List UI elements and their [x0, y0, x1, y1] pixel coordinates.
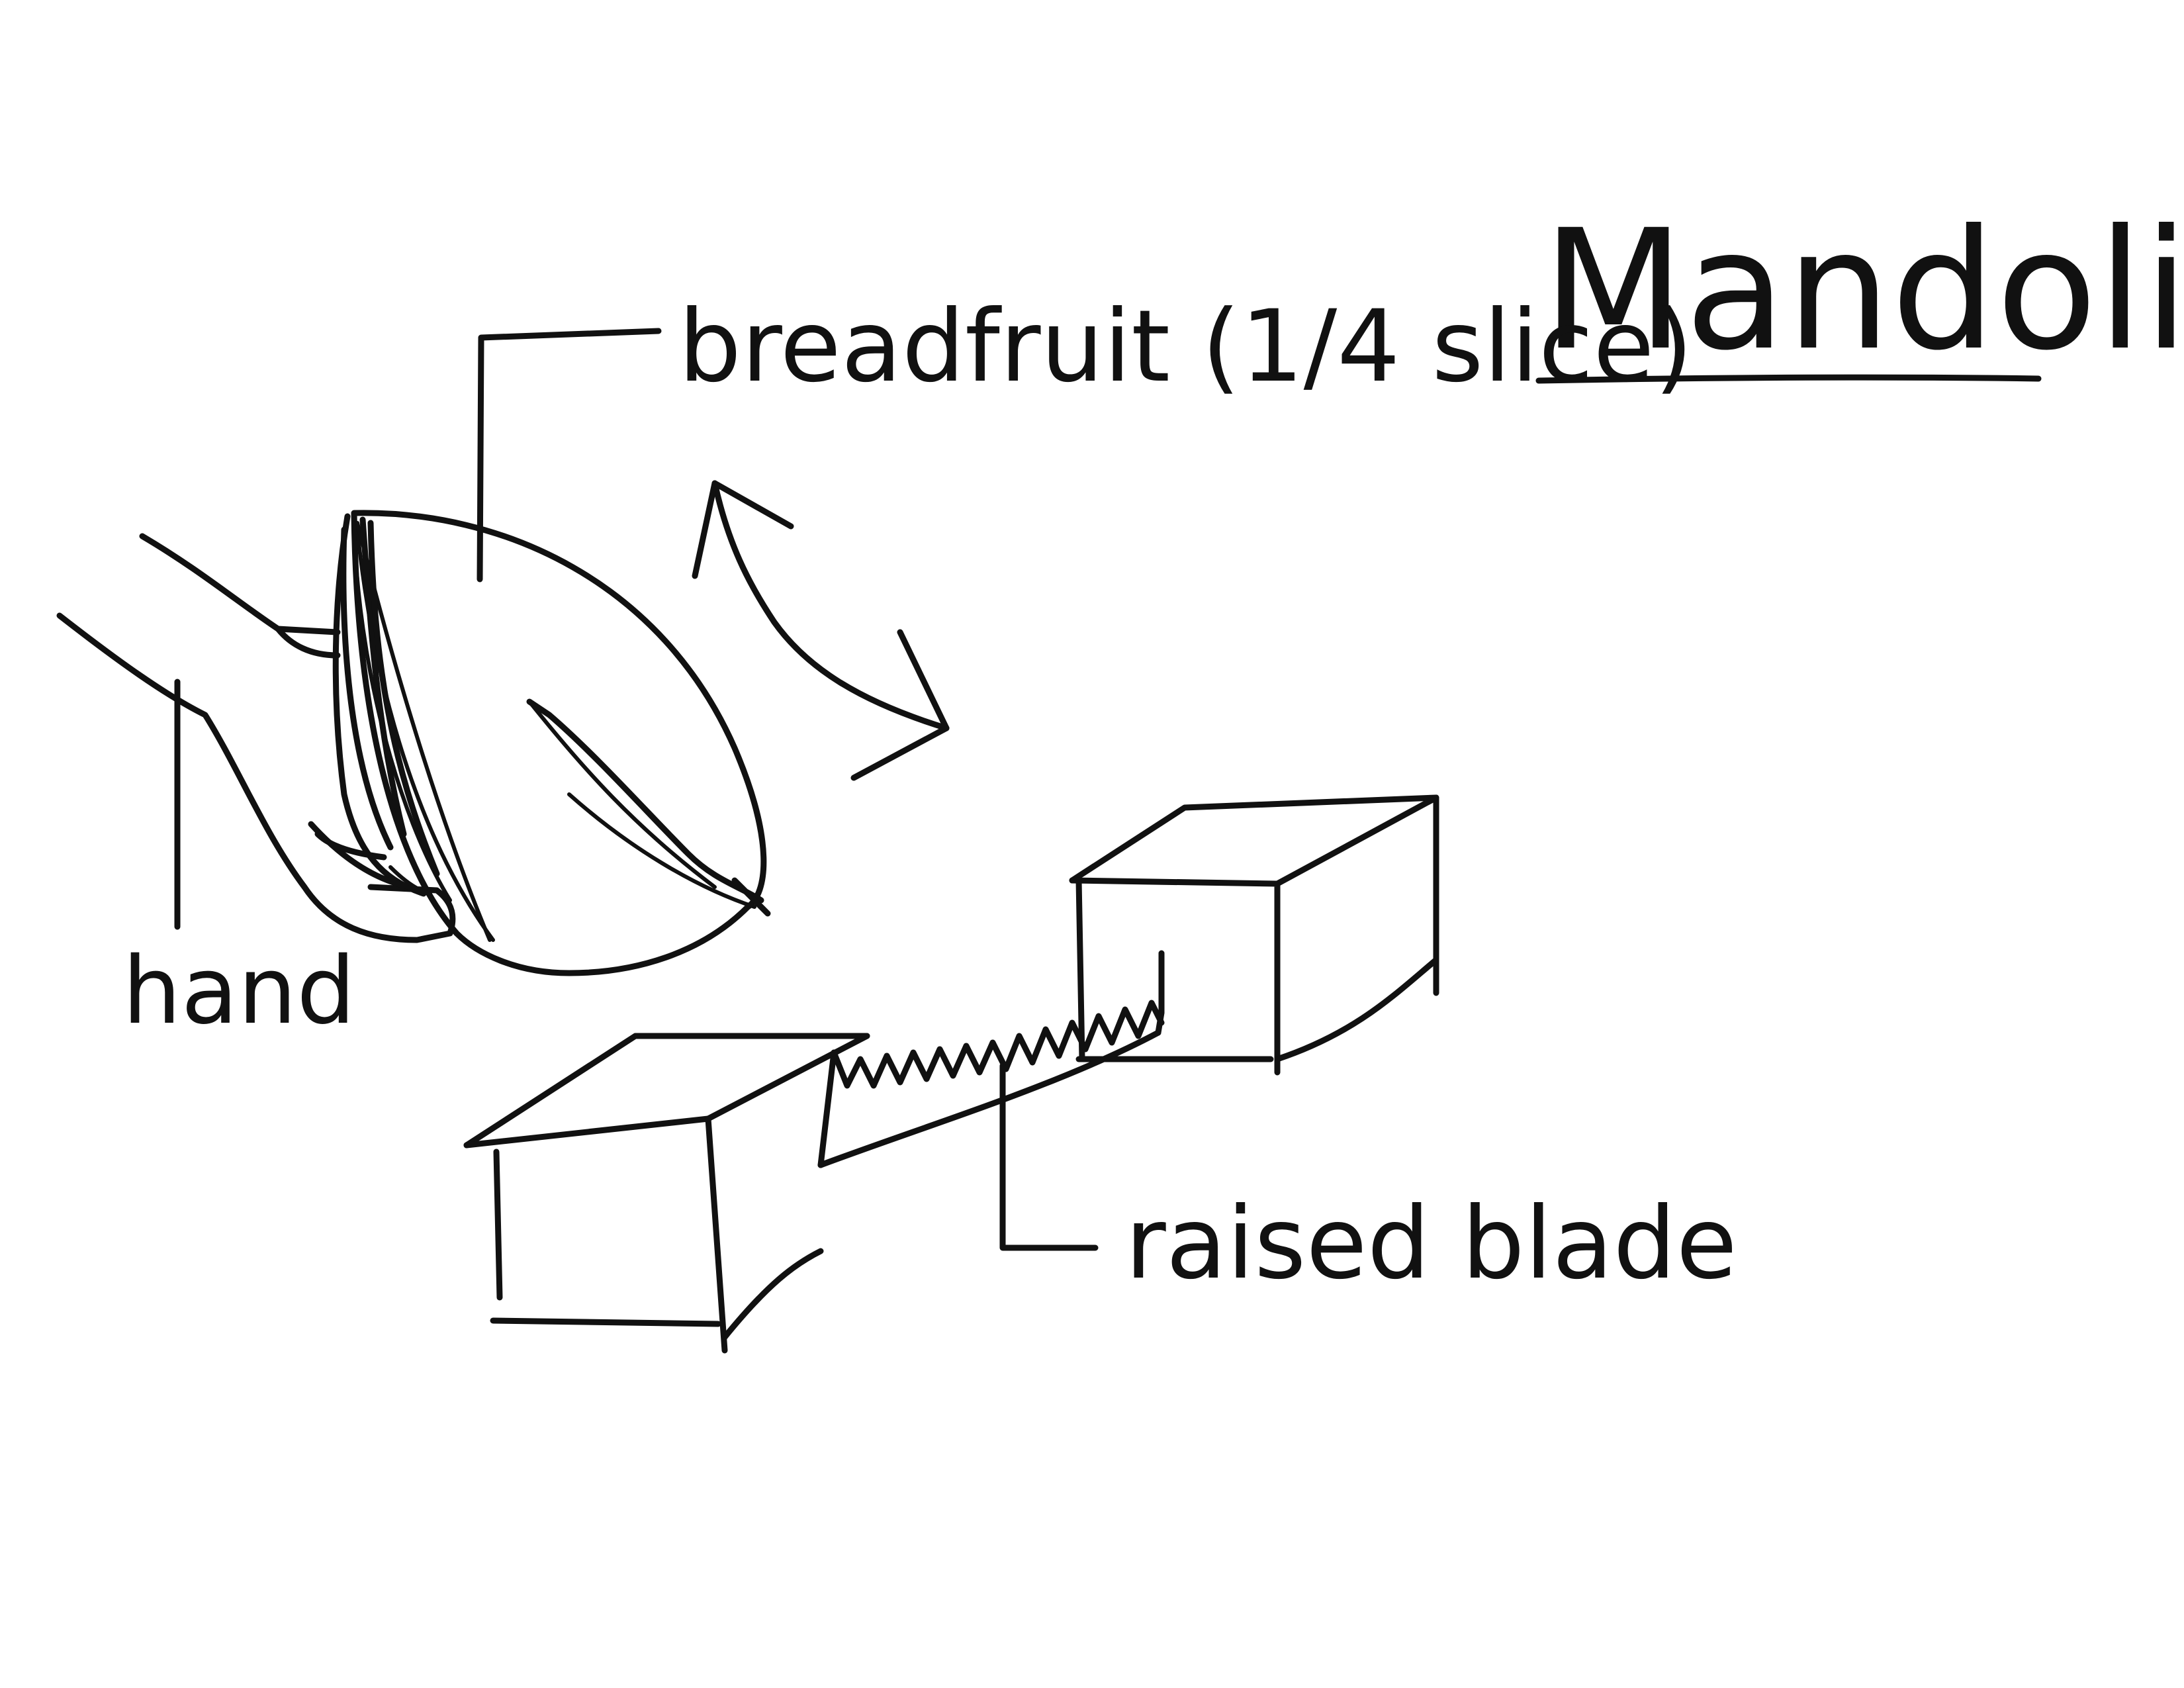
raised-blade — [817, 950, 1165, 1168]
hand-drawing — [56, 533, 456, 943]
breadfruit-leader-line — [477, 328, 662, 583]
hand-label: hand — [122, 937, 355, 1045]
title-text: Mandolin — [1542, 194, 2184, 387]
raised-blade-label: raised blade — [1125, 1186, 1737, 1301]
breadfruit-label: breadfruit (1/4 slice) — [678, 289, 1693, 404]
motion-arrow — [692, 480, 950, 781]
left-block — [463, 1033, 870, 1354]
blade-leader-line — [999, 1062, 1099, 1251]
breadfruit-slice — [332, 510, 771, 976]
right-block — [1069, 794, 1439, 1076]
title-underline — [1535, 374, 2042, 384]
